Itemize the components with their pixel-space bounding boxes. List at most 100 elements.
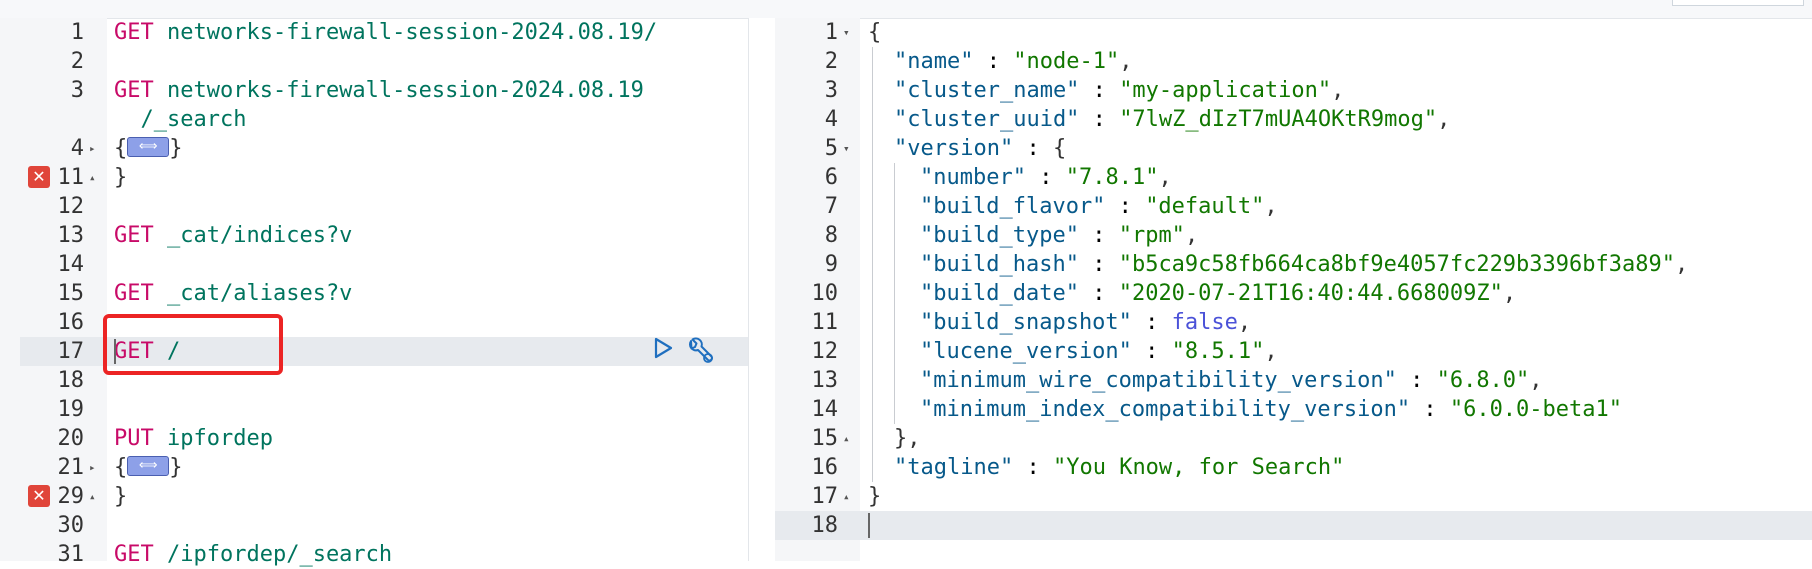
- pane-divider-handle[interactable]: [748, 18, 776, 561]
- line-number: 30: [57, 513, 85, 538]
- json-comma: ,: [1119, 49, 1133, 74]
- fold-toggle-icon[interactable]: ▴: [843, 432, 850, 445]
- line-number: 4: [824, 107, 838, 132]
- active-line-highlight: [775, 511, 1812, 540]
- fold-toggle-icon[interactable]: ▸: [89, 142, 96, 155]
- json-line: "build_hash" : "b5ca9c58fb664ca8bf9e4057…: [920, 252, 1689, 277]
- json-line: "number" : "7.8.1",: [920, 165, 1172, 190]
- code-line[interactable]: /_search: [114, 105, 247, 134]
- fold-toggle-icon[interactable]: ▴: [89, 171, 96, 184]
- code-line[interactable]: PUT ipfordep: [114, 424, 273, 453]
- line-number: 13: [811, 368, 839, 393]
- code-line[interactable]: GET /: [114, 337, 180, 366]
- line-number: 13: [57, 223, 85, 248]
- code-line[interactable]: GET _cat/aliases?v: [114, 279, 352, 308]
- json-line: "tagline" : "You Know, for Search": [894, 455, 1345, 480]
- fold-toggle-icon[interactable]: ▾: [843, 142, 850, 155]
- collapsed-block-icon[interactable]: ⟺: [127, 456, 170, 476]
- highlight-annotation-box: [103, 314, 283, 375]
- wrench-icon[interactable]: [685, 336, 715, 364]
- line-number: 12: [811, 339, 839, 364]
- line-number: 6: [824, 165, 838, 190]
- json-value: "8.5.1": [1171, 339, 1265, 364]
- code-line[interactable]: }: [114, 163, 127, 192]
- line-number: 14: [57, 252, 85, 277]
- json-line: "build_snapshot" : false,: [920, 310, 1252, 335]
- brace: {: [114, 455, 128, 480]
- fold-toggle-icon[interactable]: ▸: [89, 461, 96, 474]
- json-key: "minimum_index_compatibility_version": [920, 397, 1411, 422]
- line-number: 7: [824, 194, 838, 219]
- code-line[interactable]: GET /ipfordep/_search: [114, 540, 392, 569]
- json-key: "tagline": [894, 455, 1014, 480]
- request-path: /ipfordep/_search: [167, 542, 393, 567]
- request-path-wrapped: /_search: [140, 107, 247, 132]
- line-number: 5: [824, 136, 838, 161]
- json-value: "b5ca9c58fb664ca8bf9e4057fc229b3396bf3a8…: [1118, 252, 1675, 277]
- json-brace: },: [894, 426, 921, 451]
- line-number: 4: [70, 136, 84, 161]
- toolbar-button[interactable]: [1672, 0, 1804, 6]
- line-number: 31: [57, 542, 85, 567]
- json-key: "cluster_name": [894, 78, 1080, 103]
- json-value: "node-1": [1013, 49, 1120, 74]
- line-number: 1: [70, 20, 84, 45]
- json-comma: ,: [1675, 252, 1689, 277]
- line-number: 14: [811, 397, 839, 422]
- fold-toggle-icon[interactable]: ▴: [843, 490, 850, 503]
- error-badge-icon[interactable]: ✕: [28, 166, 50, 188]
- brace: }: [114, 165, 128, 190]
- indent-guide: [872, 47, 873, 482]
- json-line: "minimum_wire_compatibility_version" : "…: [920, 368, 1543, 393]
- brace: }: [169, 455, 183, 480]
- http-method: PUT: [114, 426, 154, 451]
- json-value: "6.8.0": [1436, 368, 1530, 393]
- indent-guide: [894, 163, 895, 424]
- json-line: "build_date" : "2020-07-21T16:40:44.6680…: [920, 281, 1517, 306]
- response-line-gutter: [775, 18, 860, 561]
- active-line-highlight: [20, 337, 748, 366]
- json-value: "2020-07-21T16:40:44.668009Z": [1118, 281, 1503, 306]
- fold-toggle-icon[interactable]: ▾: [843, 26, 850, 39]
- code-line[interactable]: GET _cat/indices?v: [114, 221, 352, 250]
- text-cursor: [868, 513, 870, 538]
- error-badge-icon[interactable]: ✕: [28, 485, 50, 507]
- line-number: 15: [57, 281, 85, 306]
- line-number: 15: [811, 426, 839, 451]
- json-key: "minimum_wire_compatibility_version": [920, 368, 1397, 393]
- brace: {: [114, 136, 128, 161]
- line-number: 18: [57, 368, 85, 393]
- code-line[interactable]: {⟺}: [114, 453, 183, 482]
- json-line: {: [868, 18, 881, 47]
- fold-toggle-icon[interactable]: ▴: [89, 490, 96, 503]
- json-key: "build_hash": [920, 252, 1079, 277]
- json-key: "build_flavor": [920, 194, 1106, 219]
- code-line[interactable]: {⟺}: [114, 134, 183, 163]
- json-line: "name" : "node-1",: [894, 49, 1133, 74]
- line-number: 12: [57, 194, 85, 219]
- json-value: "my-application": [1119, 78, 1332, 103]
- request-path: networks-firewall-session-2024.08.19/: [167, 20, 658, 45]
- code-line[interactable]: GET networks-firewall-session-2024.08.19…: [114, 18, 657, 47]
- line-number: 17: [811, 484, 839, 509]
- line-number: 20: [57, 426, 85, 451]
- json-key: "build_date": [920, 281, 1079, 306]
- collapsed-block-icon[interactable]: ⟺: [127, 137, 170, 157]
- json-line: "lucene_version" : "8.5.1",: [920, 339, 1278, 364]
- code-line[interactable]: GET networks-firewall-session-2024.08.19: [114, 76, 644, 105]
- json-comma: ,: [1502, 281, 1517, 306]
- code-line[interactable]: }: [114, 482, 127, 511]
- json-comma: ,: [1184, 223, 1199, 248]
- json-line: "build_flavor" : "default",: [920, 194, 1278, 219]
- brace: }: [169, 136, 183, 161]
- line-number: 3: [70, 78, 84, 103]
- line-number: 11: [811, 310, 839, 335]
- brace: }: [114, 484, 128, 509]
- line-number: 3: [824, 78, 838, 103]
- json-key: "build_type": [920, 223, 1079, 248]
- json-line: "build_type" : "rpm",: [920, 223, 1199, 248]
- line-number: 16: [57, 310, 85, 335]
- json-comma: ,: [1529, 368, 1543, 393]
- play-icon[interactable]: [652, 336, 674, 364]
- json-value: "6.0.0-beta1": [1449, 397, 1623, 422]
